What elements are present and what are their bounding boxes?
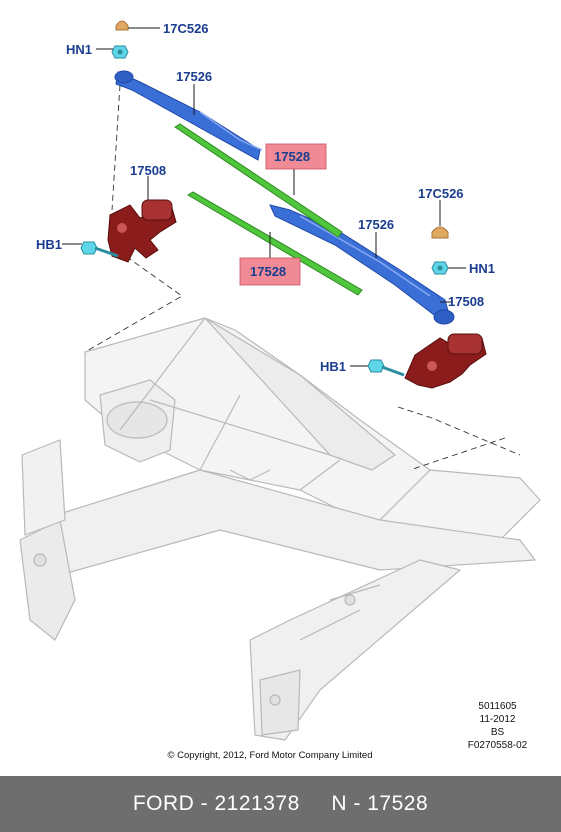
info-region: BS — [490, 727, 505, 738]
info-date: 11-2012 — [479, 714, 516, 725]
callout-cap-top: 17C526 — [163, 21, 209, 36]
callout-bolt-right: HB1 — [320, 359, 346, 374]
callout-blade-bottom: 17528 — [250, 264, 286, 279]
nut-top-part — [111, 45, 129, 59]
wiper-blade-top — [174, 123, 343, 238]
dashed-leaders — [84, 84, 521, 471]
parts-diagram: 17C526 HN1 17526 17528 17508 HB1 17528 1… — [19, 20, 541, 741]
callout-leaders — [62, 27, 466, 367]
info-code: 5011605 — [478, 701, 517, 712]
vehicle-body-structure — [19, 317, 541, 741]
cap-top-part — [115, 20, 129, 31]
callout-nut-right: HN1 — [469, 261, 495, 276]
bolt-left-part — [80, 241, 119, 258]
info-block: 5011605 11-2012 BS F0270558-02 — [455, 700, 540, 752]
callout-arm-right: 17526 — [358, 217, 394, 232]
callout-motor-left: 17508 — [130, 163, 166, 178]
bolt-right-part — [367, 359, 405, 377]
nut-right-part — [431, 261, 449, 275]
wiper-motor-right — [404, 333, 487, 389]
callout-bolt-left: HB1 — [36, 237, 62, 252]
highlight-box-top — [265, 143, 327, 170]
part-number-footer: FORD - 2121378 N - 17528 — [0, 776, 561, 832]
callout-motor-right: 17508 — [448, 294, 484, 309]
callout-arm-top: 17526 — [176, 69, 212, 84]
wiper-motor-left — [107, 199, 177, 263]
wiper-arm-right — [269, 204, 455, 325]
callout-cap-right: 17C526 — [418, 186, 464, 201]
callout-nut-top: HN1 — [66, 42, 92, 57]
wiper-blade-bottom — [187, 191, 363, 296]
copyright-text: © Copyright, 2012, Ford Motor Company Li… — [167, 750, 373, 761]
wiper-arm-top — [114, 70, 263, 161]
highlight-box-bottom — [239, 257, 301, 286]
callout-blade-top: 17528 — [274, 149, 310, 164]
footer-part-text: FORD - 2121378 N - 17528 — [132, 792, 429, 815]
info-figure: F0270558-02 — [467, 740, 528, 751]
cap-right-part — [431, 226, 449, 239]
